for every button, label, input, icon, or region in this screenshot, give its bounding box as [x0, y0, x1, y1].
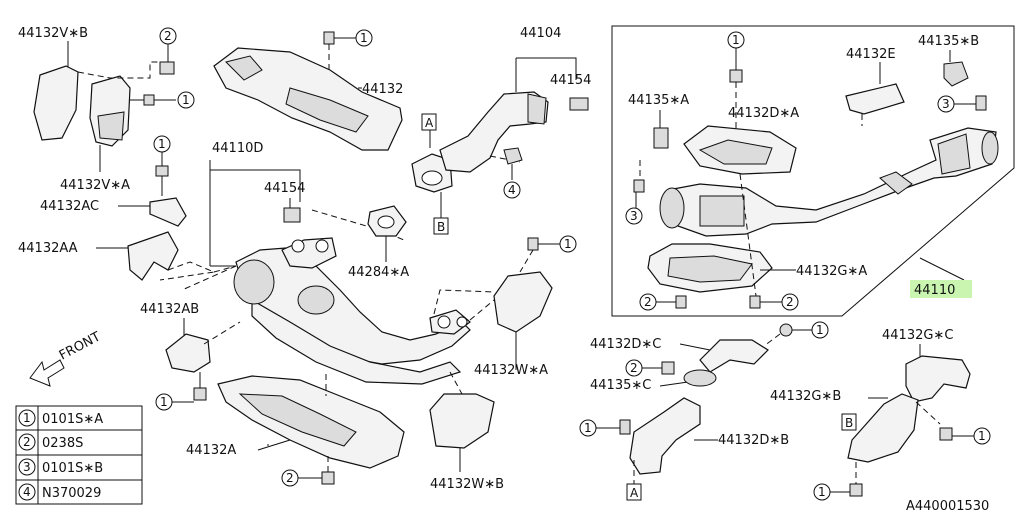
- label-44132g-a: 44132G∗A: [796, 264, 867, 279]
- marker-a-center: [421, 113, 437, 131]
- label-44154-left: 44154: [264, 181, 305, 196]
- label-44110d: 44110D: [212, 141, 263, 156]
- svg-text:2: 2: [630, 361, 638, 375]
- svg-text:1: 1: [732, 33, 740, 47]
- svg-text:2: 2: [286, 471, 294, 485]
- bubble-2c: 2: [781, 293, 799, 311]
- bubble-1j: 1: [813, 483, 850, 501]
- bubble-1h: 1: [579, 419, 597, 437]
- marker-a-right: [626, 483, 642, 501]
- legend-code-4: N370029: [42, 486, 101, 501]
- heat-shield-44132d-b: [629, 397, 701, 475]
- heat-shield-44132g-b: [847, 393, 919, 463]
- legend-code-1: 0101S∗A: [42, 412, 103, 427]
- marker-b-right: [841, 413, 857, 431]
- label-44284-a: 44284∗A: [348, 265, 409, 280]
- svg-text:2: 2: [644, 295, 652, 309]
- bubble-1d: 1: [559, 235, 577, 253]
- svg-text:3: 3: [942, 97, 950, 111]
- legend-num-2: 2: [23, 435, 31, 449]
- svg-text:1: 1: [158, 137, 166, 151]
- bubble-1i: 1: [952, 427, 991, 445]
- label-44132d-b: 44132D∗B: [718, 433, 789, 448]
- pipe-44132g-c: [905, 355, 971, 403]
- label-44132d-c: 44132D∗C: [590, 337, 661, 352]
- label-44132v-b: 44132V∗B: [18, 26, 88, 41]
- highlight-44110: [910, 280, 972, 298]
- label-44132e: 44132E: [846, 47, 896, 62]
- legend-num-4: 4: [23, 485, 31, 499]
- label-44132a: 44132A: [186, 443, 236, 458]
- svg-text:1: 1: [978, 429, 986, 443]
- bubble-3a: 3: [625, 207, 643, 225]
- label-44132w-b: 44132W∗B: [430, 477, 504, 492]
- svg-text:1: 1: [818, 485, 826, 499]
- svg-text:1: 1: [816, 323, 824, 337]
- bubble-2d: 2: [625, 359, 643, 377]
- svg-text:B: B: [437, 220, 445, 234]
- svg-text:1: 1: [564, 237, 572, 251]
- bubble-1g: 1: [811, 321, 829, 339]
- label-44110: 44110: [914, 283, 955, 298]
- bubble-2b: 2: [639, 293, 657, 311]
- legend-code-2: 0238S: [42, 436, 83, 451]
- svg-text:A: A: [425, 116, 434, 130]
- label-44132g-b: 44132G∗B: [770, 389, 841, 404]
- bubble-1e: 1: [155, 393, 194, 411]
- label-44132aa: 44132AA: [18, 241, 78, 256]
- svg-text:2: 2: [786, 295, 794, 309]
- label-44135-a: 44135∗A: [628, 93, 689, 108]
- label-44135-c: 44135∗C: [590, 378, 651, 393]
- label-44154-right: 44154: [550, 73, 591, 88]
- assembly-44110-box: [611, 25, 1015, 317]
- bolt-group-1: 1: [130, 91, 195, 109]
- heat-shield-44132ab: [165, 333, 211, 373]
- label-44132: 44132: [362, 82, 403, 97]
- svg-text:1: 1: [360, 31, 368, 45]
- svg-text:2: 2: [164, 29, 172, 43]
- heat-shield-44132w-b: [429, 393, 495, 449]
- heat-shield-44132v-b: [33, 65, 79, 141]
- legend-num-3: 3: [23, 460, 31, 474]
- label-44132d-a: 44132D∗A: [728, 106, 799, 121]
- label-44132ac: 44132AC: [40, 199, 99, 214]
- label-44132v-a: 44132V∗A: [60, 178, 130, 193]
- bubble-1b: 1: [153, 135, 171, 153]
- front-arrow: FRONT: [29, 329, 103, 387]
- label-44132ab: 44132AB: [140, 302, 199, 317]
- bubble-1f: 1: [727, 31, 745, 49]
- legend-code-3: 0101S∗B: [42, 461, 103, 476]
- svg-text:1: 1: [182, 93, 190, 107]
- svg-text:1: 1: [160, 395, 168, 409]
- bubble-4: 4: [503, 181, 521, 199]
- heat-shield-44132aa: [127, 231, 179, 281]
- label-44104: 44104: [520, 26, 561, 41]
- legend-num-1: 1: [23, 411, 31, 425]
- heat-shield-44132e: [845, 83, 905, 115]
- svg-text:A: A: [630, 486, 639, 500]
- diagram-id: A440001530: [906, 499, 989, 512]
- heat-shield-44132w-a: [493, 271, 553, 333]
- bubble-2a: 2: [281, 469, 299, 487]
- svg-text:B: B: [845, 416, 853, 430]
- label-44135-b: 44135∗B: [918, 34, 979, 49]
- label-44132w-a: 44132W∗A: [474, 363, 548, 378]
- svg-text:3: 3: [630, 209, 638, 223]
- bubble-1: 2: [159, 27, 177, 45]
- bubble-3b: 3: [937, 95, 955, 113]
- bubble-1c: 1: [355, 29, 373, 47]
- svg-text:1: 1: [584, 421, 592, 435]
- legend-table: 1 0101S∗A 2 0238S 3 0101S∗B 4 N370029: [15, 405, 143, 505]
- label-44132g-c: 44132G∗C: [882, 328, 953, 343]
- heat-shield-44132d-c: [699, 339, 769, 373]
- svg-text:4: 4: [508, 183, 516, 197]
- svg-text:FRONT: FRONT: [57, 329, 103, 363]
